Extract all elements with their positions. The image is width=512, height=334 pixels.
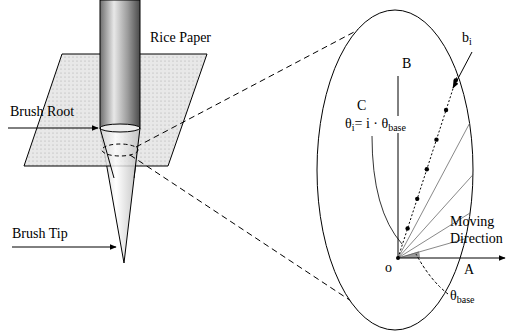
- brush-cone-section: [100, 128, 140, 178]
- ray-group: [398, 75, 473, 258]
- curve-label: C: [357, 98, 366, 115]
- brush-tip-cone: [100, 128, 140, 263]
- section-ellipse-enlarged: [317, 10, 473, 330]
- sample-point: [434, 137, 438, 141]
- sample-point: [415, 197, 419, 201]
- origin-label: o: [385, 260, 392, 277]
- subscript: i: [469, 36, 472, 47]
- leader-arrow: [453, 52, 472, 88]
- direction-arrow: [398, 258, 505, 259]
- subscript: base: [457, 294, 475, 305]
- sample-point: [405, 226, 409, 230]
- sample-ray: [398, 75, 458, 258]
- part-label: Brush Tip: [12, 226, 68, 243]
- leader-arrow: [12, 247, 116, 248]
- leader-arrow: [8, 128, 98, 129]
- label-text: C: [357, 98, 366, 113]
- label-text: B: [402, 56, 411, 71]
- brush-handle: [100, 0, 140, 128]
- part-label: Brush Root: [10, 104, 74, 121]
- subscript: base: [388, 122, 406, 133]
- axis-label: A: [464, 262, 474, 279]
- sample-point: [425, 167, 429, 171]
- label-text: Rice Paper: [150, 30, 211, 45]
- angle-label: θbase: [450, 288, 475, 305]
- part-label: Rice Paper: [150, 30, 211, 47]
- label-text: Brush Tip: [12, 226, 68, 241]
- label-text: = i · θ: [355, 116, 389, 131]
- axis-label: B: [402, 56, 411, 73]
- label-text: b: [462, 30, 469, 45]
- label-text: θ: [345, 116, 352, 131]
- angle-leader: [416, 254, 448, 294]
- point-label: bi: [462, 30, 472, 47]
- angle-leader: [372, 136, 402, 244]
- section-ellipse: [102, 144, 138, 156]
- label-text: Brush Root: [10, 104, 74, 119]
- label-text: θ: [450, 288, 457, 303]
- label-text: A: [464, 262, 474, 277]
- origin-dot: [396, 256, 400, 260]
- subscript: i: [352, 122, 355, 133]
- angle-formula: θi= i · θbase: [343, 116, 408, 133]
- sample-point: [444, 108, 448, 112]
- label-text: Moving Direction: [450, 214, 503, 246]
- axis-line: [398, 76, 399, 258]
- direction-label: Moving Direction: [450, 214, 508, 248]
- label-text: o: [385, 260, 392, 275]
